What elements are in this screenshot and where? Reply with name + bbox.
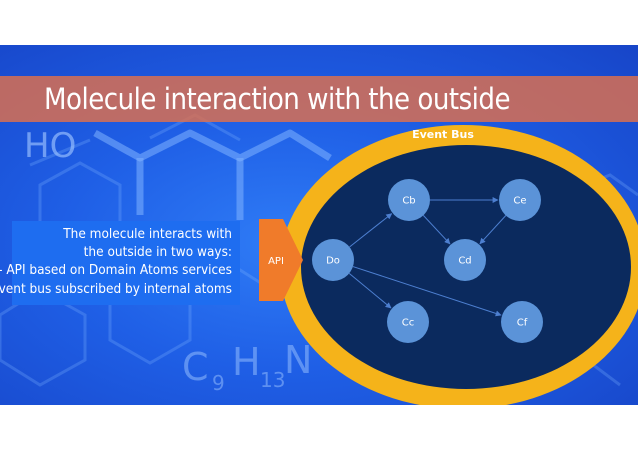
node-cf: Cf [501, 301, 543, 343]
node-label-do: Do [326, 256, 340, 267]
svg-text:H: H [232, 340, 261, 384]
info-line-2: the outside in two ways: [83, 244, 232, 260]
node-circle-ce [499, 179, 541, 221]
node-label-ce: Ce [513, 196, 526, 207]
node-label-cc: Cc [402, 318, 414, 329]
slide: HO C 9 H 13 N Molecule interaction with … [0, 45, 638, 405]
node-ce: Ce [499, 179, 541, 221]
edge-cb-cd [422, 215, 451, 245]
svg-text:N: N [284, 338, 312, 382]
node-circle-cc [387, 301, 429, 343]
node-label-cf: Cf [517, 318, 528, 329]
api-label: API [268, 256, 284, 267]
svg-text:9: 9 [212, 371, 225, 395]
svg-text:C: C [182, 345, 209, 389]
title-bar [0, 76, 638, 122]
edge-do-cb [349, 213, 393, 248]
info-line-3: - API based on Domain Atoms services [0, 262, 232, 278]
background-formula: C 9 H 13 N [182, 338, 312, 395]
node-do: Do [312, 239, 354, 281]
node-label-cb: Cb [402, 196, 415, 207]
edge-do-cc [348, 272, 392, 309]
edge-ce-cd [479, 215, 507, 245]
node-cd: Cd [444, 239, 486, 281]
node-cc: Cc [387, 301, 429, 343]
edges [348, 197, 507, 317]
api-shape [259, 219, 303, 301]
node-circle-cd [444, 239, 486, 281]
background-ho-text: HO [24, 126, 76, 166]
node-circle-cf [501, 301, 543, 343]
info-box [12, 221, 240, 305]
edge-do-cf [352, 266, 502, 317]
slide-title: Molecule interaction with the outside [44, 82, 511, 116]
node-circle-cb [388, 179, 430, 221]
info-line-1: The molecule interacts with [63, 226, 232, 242]
node-label-cd: Cd [458, 256, 471, 267]
node-circle-do [312, 239, 354, 281]
event-bus-label: Event Bus [412, 128, 474, 141]
info-line-4: - Event bus subscribed by internal atoms [0, 281, 232, 297]
node-cb: Cb [388, 179, 430, 221]
svg-text:13: 13 [260, 368, 285, 392]
